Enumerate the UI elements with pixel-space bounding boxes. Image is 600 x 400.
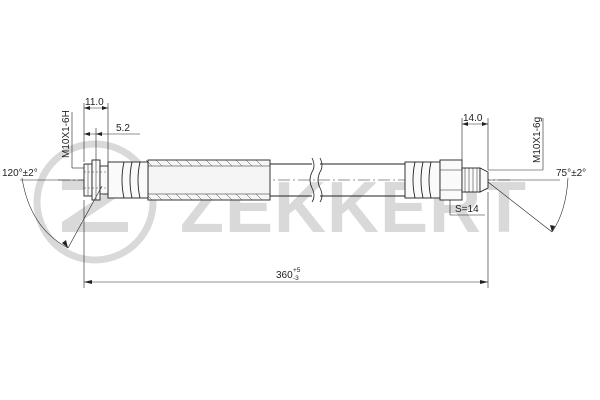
left-thread-label: M10X1-6H <box>61 110 72 158</box>
wrench-size-label: S=14 <box>455 204 479 215</box>
left-fitting <box>83 159 109 201</box>
dim-overall-length <box>83 192 489 288</box>
right-angle-label: 75°±2° <box>556 168 586 179</box>
break-mark-left <box>309 157 315 203</box>
right-thread-callout: M10X1-6g <box>488 117 544 171</box>
dim-tol-upper: +5 <box>293 267 301 274</box>
dim-label-360: 360 <box>276 270 293 281</box>
dim-right-fitting-length <box>461 118 489 170</box>
left-thread-callout: M10X1-6H <box>61 110 84 169</box>
protective-sleeve <box>145 159 271 201</box>
logo-ring <box>33 140 157 264</box>
right-fitting <box>439 159 489 201</box>
dim-label-11: 11.0 <box>85 97 104 108</box>
left-crimp-ferrule <box>107 161 149 199</box>
left-angle-callout <box>20 177 103 249</box>
left-angle-label: 120°±2° <box>2 168 38 179</box>
dim-label-14: 14.0 <box>463 113 483 124</box>
dim-label-5-2: 5.2 <box>116 123 130 134</box>
break-mark-right <box>317 157 323 203</box>
dim-tol-lower: -3 <box>293 275 299 282</box>
right-angle-callout <box>487 177 569 233</box>
wrench-size-callout: S=14 <box>449 200 485 216</box>
right-thread-label: M10X1-6g <box>532 117 543 163</box>
dim-left-fitting-length <box>83 103 109 162</box>
dim-left-thread-length <box>84 128 140 160</box>
right-crimp-ferrule <box>404 161 441 199</box>
hose-body <box>270 157 405 203</box>
